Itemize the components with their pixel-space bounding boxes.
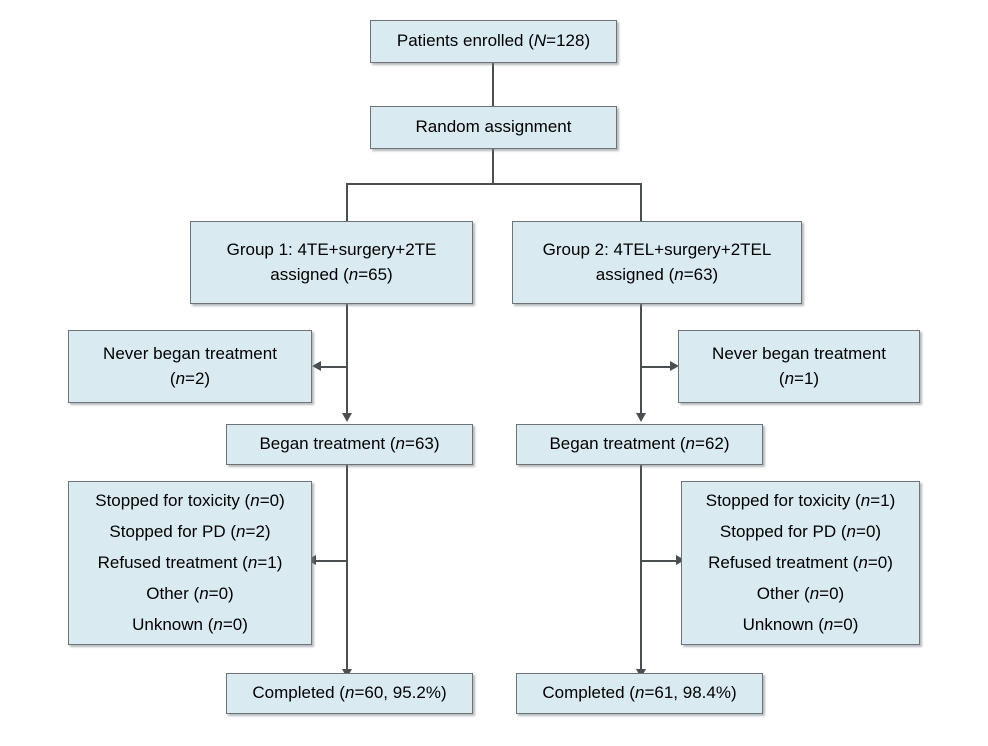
reason-row: Refused treatment (n=1)	[97, 552, 283, 572]
node-group1-assigned-line1: Group 1: 4TE+surgery+2TE	[226, 240, 437, 260]
node-group2-began-treatment-label: Began treatment (n=62)	[549, 434, 730, 454]
node-group1-completed: Completed (n=60, 95.2%)	[226, 673, 473, 714]
node-group2-never-began-line2: (n=1)	[778, 368, 820, 388]
arrow-group1-never-began	[312, 360, 321, 371]
node-group1-never-began-line2: (n=2)	[169, 368, 211, 388]
reason-row: Stopped for toxicity (n=1)	[705, 490, 896, 510]
reason-row: Unknown (n=0)	[132, 615, 248, 635]
node-group2-began-treatment: Began treatment (n=62)	[516, 424, 763, 465]
arrow-group1-to-began	[341, 413, 352, 422]
node-group2-never-began: Never began treatment (n=1)	[678, 330, 920, 403]
connector-enrolled-to-randomization	[492, 62, 494, 106]
node-group2-completed: Completed (n=61, 98.4%)	[516, 673, 763, 714]
node-group1-assigned-line2: assigned (n=65)	[270, 264, 393, 284]
node-group1-completed-label: Completed (n=60, 95.2%)	[252, 683, 447, 703]
reason-row: Stopped for PD (n=0)	[719, 521, 882, 541]
connector-group2-spine-upper	[640, 303, 642, 415]
reason-row: Refused treatment (n=0)	[708, 552, 893, 572]
arrow-group2-to-began	[635, 413, 646, 422]
node-group2-never-began-line1: Never began treatment	[712, 344, 886, 364]
node-group1-began-treatment-label: Began treatment (n=63)	[259, 434, 440, 454]
node-group2-assigned-line2: assigned (n=63)	[595, 264, 719, 284]
connector-group2-spine-lower	[640, 465, 642, 671]
node-group1-never-began-line1: Never began treatment	[103, 344, 277, 364]
connector-split-right-drop	[640, 183, 642, 221]
node-group1-began-treatment: Began treatment (n=63)	[226, 424, 473, 465]
reason-row: Stopped for toxicity (n=0)	[95, 490, 285, 510]
reason-row: Stopped for PD (n=2)	[109, 521, 271, 541]
connector-group1-spine-lower	[346, 465, 348, 671]
reason-row: Other (n=0)	[756, 584, 845, 604]
connector-group1-reasons-branch	[315, 560, 347, 562]
node-patients-enrolled-label: Patients enrolled (N=128)	[396, 31, 591, 51]
node-group2-completed-label: Completed (n=61, 98.4%)	[542, 683, 737, 703]
connector-group1-never-began-branch	[320, 366, 347, 368]
arrow-group2-never-began	[670, 360, 679, 371]
node-group2-assigned: Group 2: 4TEL+surgery+2TEL assigned (n=6…	[512, 221, 802, 304]
connector-split-left-drop	[346, 183, 348, 221]
connector-group1-spine-upper	[346, 303, 348, 415]
node-group2-discontinuation-reasons: Stopped for toxicity (n=1) Stopped for P…	[681, 481, 920, 645]
reason-row: Unknown (n=0)	[742, 615, 859, 635]
node-random-assignment: Random assignment	[370, 106, 617, 149]
node-group1-never-began: Never began treatment (n=2)	[68, 330, 312, 403]
arrow-group2-reasons	[676, 554, 685, 565]
node-group2-assigned-line1: Group 2: 4TEL+surgery+2TEL	[542, 240, 772, 260]
reason-row: Other (n=0)	[146, 584, 234, 604]
connector-randomization-stem	[492, 148, 494, 184]
connector-group2-never-began-branch	[642, 366, 670, 368]
connector-group2-reasons-branch	[642, 560, 676, 562]
node-random-assignment-label: Random assignment	[415, 117, 572, 137]
node-patients-enrolled: Patients enrolled (N=128)	[370, 20, 617, 63]
node-group1-assigned: Group 1: 4TE+surgery+2TE assigned (n=65)	[190, 221, 473, 304]
node-group1-discontinuation-reasons: Stopped for toxicity (n=0) Stopped for P…	[68, 481, 312, 645]
connector-split-bar	[346, 183, 642, 185]
